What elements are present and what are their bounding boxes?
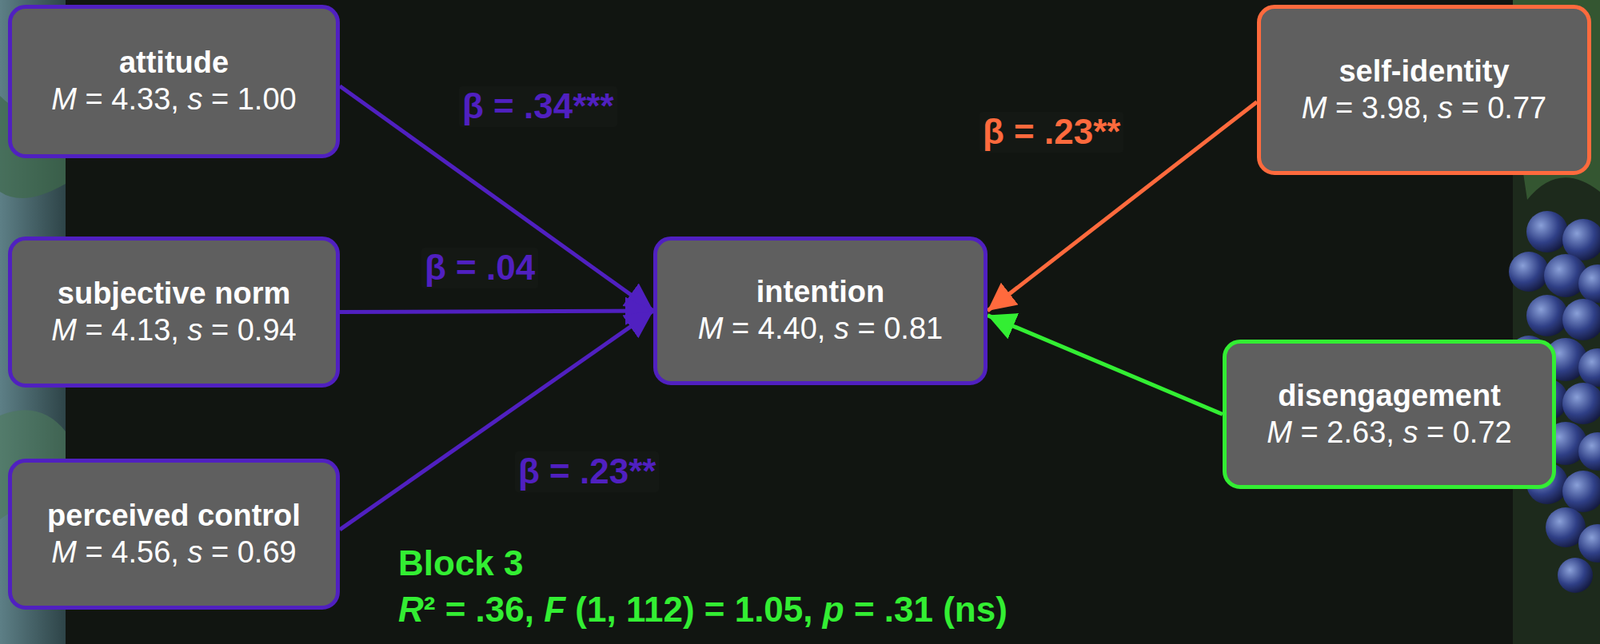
variable-stats: M = 2.63, s = 0.72	[1266, 414, 1512, 452]
model-statistics: R² = .36, F (1, 112) = 1.05, p = .31 (ns…	[398, 590, 1008, 631]
italic-symbol: M	[1301, 91, 1328, 125]
italic-symbol: F	[543, 590, 566, 630]
beta-coefficient: β = .34***	[458, 86, 618, 128]
variable-name: disengagement	[1277, 378, 1501, 415]
italic-symbol: p	[822, 590, 845, 630]
path-arrow	[339, 311, 654, 313]
italic-symbol: M	[698, 311, 724, 346]
path-arrow	[339, 311, 654, 531]
variable-name: intention	[756, 274, 885, 312]
variable-box: attitudeM = 4.33, s = 1.00	[7, 4, 340, 159]
variable-box: perceived controlM = 4.56, s = 0.69	[7, 458, 340, 611]
variable-stats: M = 4.56, s = 0.69	[51, 534, 296, 572]
italic-symbol: R	[398, 590, 424, 630]
variable-stats: M = 3.98, s = 0.77	[1301, 90, 1547, 128]
beta-coefficient: β = .23**	[979, 111, 1124, 153]
variable-stats: M = 4.13, s = 0.94	[51, 312, 296, 350]
beta-coefficient: β = .23**	[514, 451, 659, 493]
path-arrow	[339, 86, 654, 312]
variable-name: subjective norm	[57, 275, 291, 313]
variable-name: attitude	[119, 44, 229, 82]
variable-name: perceived control	[47, 498, 301, 535]
variable-box: subjective normM = 4.13, s = 0.94	[7, 236, 340, 388]
variable-stats: M = 4.33, s = 1.00	[51, 81, 296, 119]
italic-symbol: s	[187, 82, 203, 116]
italic-symbol: M	[51, 313, 77, 348]
path-arrow	[987, 315, 1223, 415]
italic-symbol: s	[1437, 91, 1453, 125]
italic-symbol: s	[833, 311, 850, 346]
variable-box: self-identityM = 3.98, s = 0.77	[1256, 4, 1592, 176]
italic-symbol: s	[187, 313, 203, 348]
italic-symbol: s	[187, 535, 203, 570]
italic-symbol: M	[51, 535, 77, 570]
variable-name: self-identity	[1338, 53, 1509, 91]
beta-coefficient: β = .04	[421, 247, 539, 289]
block-title: Block 3	[398, 543, 524, 585]
variable-box: disengagementM = 2.63, s = 0.72	[1222, 339, 1557, 490]
variable-box: intentionM = 4.40, s = 0.81	[653, 236, 988, 386]
italic-symbol: M	[51, 82, 77, 116]
italic-symbol: s	[1402, 415, 1418, 450]
variable-stats: M = 4.40, s = 0.81	[698, 311, 943, 348]
italic-symbol: M	[1266, 415, 1293, 450]
